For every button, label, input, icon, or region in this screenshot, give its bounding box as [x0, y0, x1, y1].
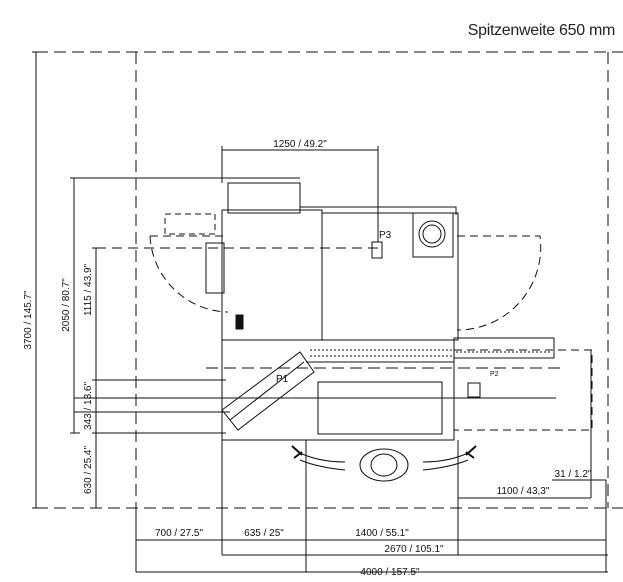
motor-box: [412, 212, 454, 258]
control-panel: [235, 314, 244, 330]
coolant-unit: [164, 213, 216, 235]
bed-rail: [310, 349, 454, 357]
dim-label-343: 343 / 13.6": [83, 382, 94, 430]
machine-top-lip: [300, 206, 457, 215]
dim-1250: [221, 146, 379, 242]
dim-1100: [458, 350, 592, 499]
dim-label-total-height: 3700 / 145.7": [23, 290, 34, 350]
outer-envelope: [36, 51, 623, 510]
dim-343: [92, 379, 226, 434]
dim-label-2670: 2670 / 105.1": [384, 544, 444, 555]
p3-box: [371, 241, 383, 259]
dim-2050: [70, 177, 300, 434]
point-label-p3: P3: [379, 230, 392, 241]
dim-4000: [136, 508, 608, 573]
conveyor-extension: [453, 349, 593, 431]
dim-label-1100: 1100 / 43,3": [497, 486, 550, 497]
point-label-p2: P2: [490, 371, 499, 378]
motor-icon: [418, 220, 446, 248]
dim-label-635: 635 / 25": [244, 528, 284, 539]
chip-tray: [317, 381, 443, 435]
machine-side-unit: [205, 242, 225, 294]
dim-label-31: 31 / 1.2": [555, 469, 592, 480]
dim-label-2050: 2050 / 80.7": [61, 278, 72, 332]
dim-bottom-row: [135, 440, 606, 572]
left-door-arc: [149, 235, 229, 313]
right-door-arc: [456, 235, 542, 331]
diagram-title: Spitzenweite 650 mm: [467, 22, 616, 39]
dim-label-1400: 1400 / 55.1": [355, 528, 409, 539]
operator-figure: [291, 445, 477, 482]
machine-bed: [221, 339, 455, 441]
dim-label-630: 630 / 25.4": [83, 446, 94, 494]
conveyor: [453, 337, 555, 359]
point-label-p1: P1: [276, 374, 289, 385]
dim-total-height: [32, 51, 42, 509]
chip-chute: [221, 351, 315, 431]
machine-cabinet-top: [227, 182, 301, 214]
dim-label-4000: 4000 / 157.5": [360, 567, 420, 577]
dim-label-1115: 1115 / 43.9": [83, 263, 94, 316]
dim-31: [552, 479, 607, 508]
p2-box: [467, 382, 481, 398]
dim-label-700: 700 / 27.5": [155, 528, 203, 539]
dim-label-1250: 1250 / 49.2": [273, 139, 327, 150]
